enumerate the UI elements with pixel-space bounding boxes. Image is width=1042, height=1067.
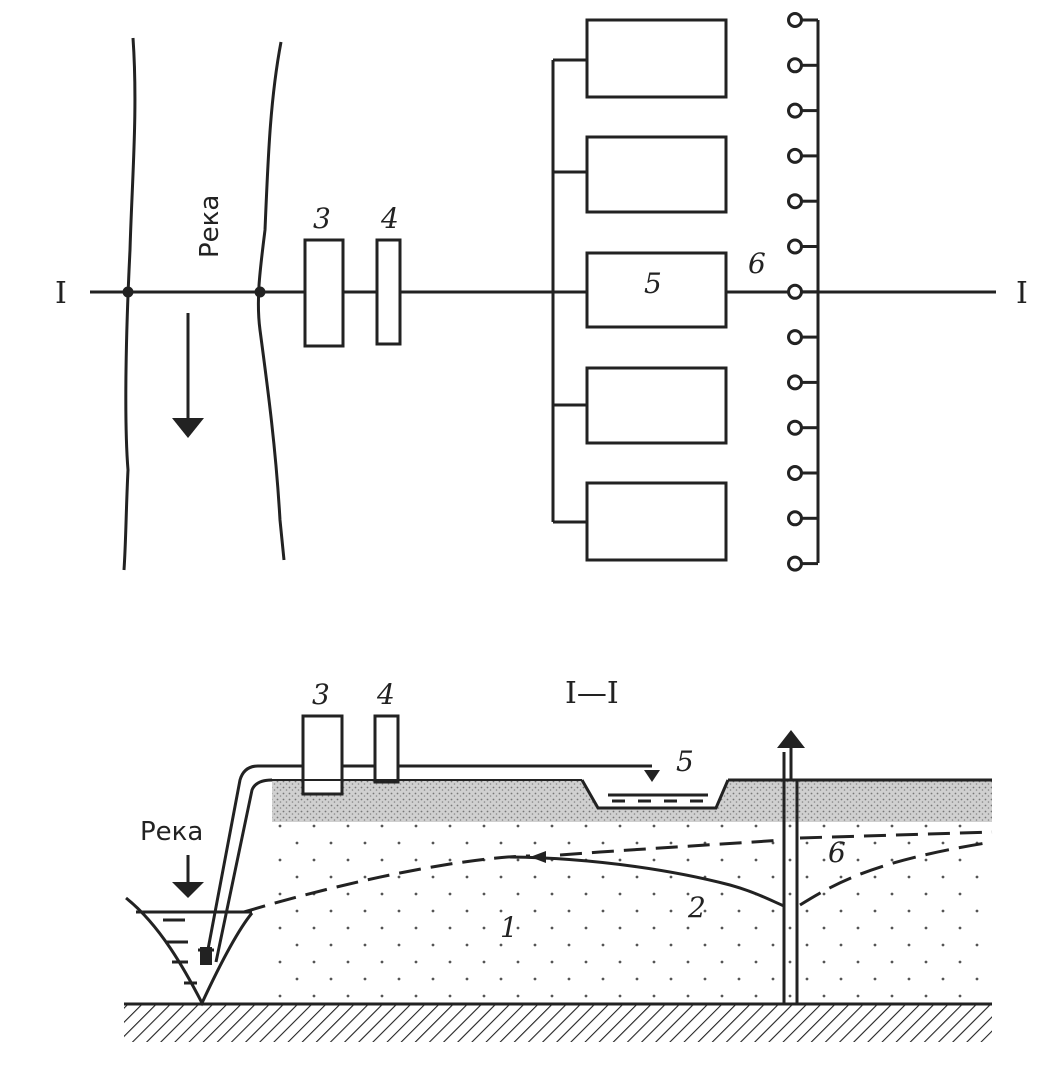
section-element-3 bbox=[301, 714, 344, 796]
section-labels: I—I Река 3 4 5 6 1 2 bbox=[140, 676, 846, 944]
bedrock bbox=[124, 1004, 992, 1042]
section-mark-right: I bbox=[1016, 276, 1028, 311]
plan-label-3: 3 bbox=[313, 202, 331, 235]
well-icon bbox=[787, 374, 803, 391]
section-label-5: 5 bbox=[676, 745, 694, 778]
depression-curve-right bbox=[799, 840, 993, 907]
river-bank-left bbox=[122, 37, 137, 571]
drawdown-curve bbox=[509, 855, 785, 908]
well-icon bbox=[787, 555, 803, 572]
river-arrow-section bbox=[172, 882, 204, 898]
plan-basin-4 bbox=[585, 366, 728, 445]
well-icon bbox=[787, 329, 803, 346]
plan-label-4: 4 bbox=[380, 202, 399, 235]
plan-label-5: 5 bbox=[644, 267, 662, 300]
well-icon bbox=[787, 193, 803, 210]
river-label-plan: Река bbox=[195, 195, 225, 258]
plan-basin-1 bbox=[585, 18, 728, 99]
well-icon bbox=[787, 510, 803, 527]
well-arrow bbox=[777, 730, 805, 748]
aquifer-body bbox=[270, 823, 992, 1003]
plan-labels: I I Река 3 4 5 6 bbox=[55, 195, 1028, 311]
plan-basin-5 bbox=[585, 251, 728, 329]
plan-basin-3 bbox=[585, 481, 728, 562]
well-icon bbox=[787, 102, 803, 119]
river-channel bbox=[125, 896, 254, 1007]
well-row bbox=[787, 12, 818, 572]
plan-element-3 bbox=[303, 238, 345, 348]
intake-pipe bbox=[204, 764, 596, 961]
river-flow-arrow-head bbox=[172, 418, 204, 438]
section-label-2: 2 bbox=[687, 891, 706, 924]
section-label-4: 4 bbox=[376, 678, 395, 711]
plan-view bbox=[90, 12, 996, 572]
well-icon bbox=[787, 465, 803, 481]
intake-point bbox=[122, 286, 134, 298]
well-icon bbox=[787, 147, 803, 164]
section-basin bbox=[580, 779, 730, 810]
well-icon bbox=[787, 419, 803, 436]
well-icon bbox=[787, 238, 803, 255]
bank-point bbox=[254, 286, 266, 298]
section-river-label: Река bbox=[140, 817, 203, 847]
static-water-level bbox=[559, 838, 785, 857]
groundwater-mound-curve bbox=[243, 854, 531, 914]
section-mark-left: I bbox=[55, 276, 67, 311]
plan-basin-2 bbox=[585, 135, 728, 214]
section-element-4 bbox=[373, 714, 400, 784]
well-icon bbox=[787, 283, 803, 300]
section-title: I—I bbox=[565, 676, 619, 711]
section-label-1: 1 bbox=[500, 911, 518, 944]
section-label-3: 3 bbox=[312, 678, 330, 711]
sand-layer bbox=[272, 780, 992, 822]
well-icon bbox=[787, 57, 803, 74]
well-icon bbox=[787, 12, 803, 28]
section-label-6: 6 bbox=[828, 836, 846, 869]
plan-element-4 bbox=[375, 238, 402, 346]
section-view bbox=[124, 714, 993, 1042]
plan-label-6: 6 bbox=[748, 247, 766, 280]
river-bank-right bbox=[256, 41, 286, 561]
